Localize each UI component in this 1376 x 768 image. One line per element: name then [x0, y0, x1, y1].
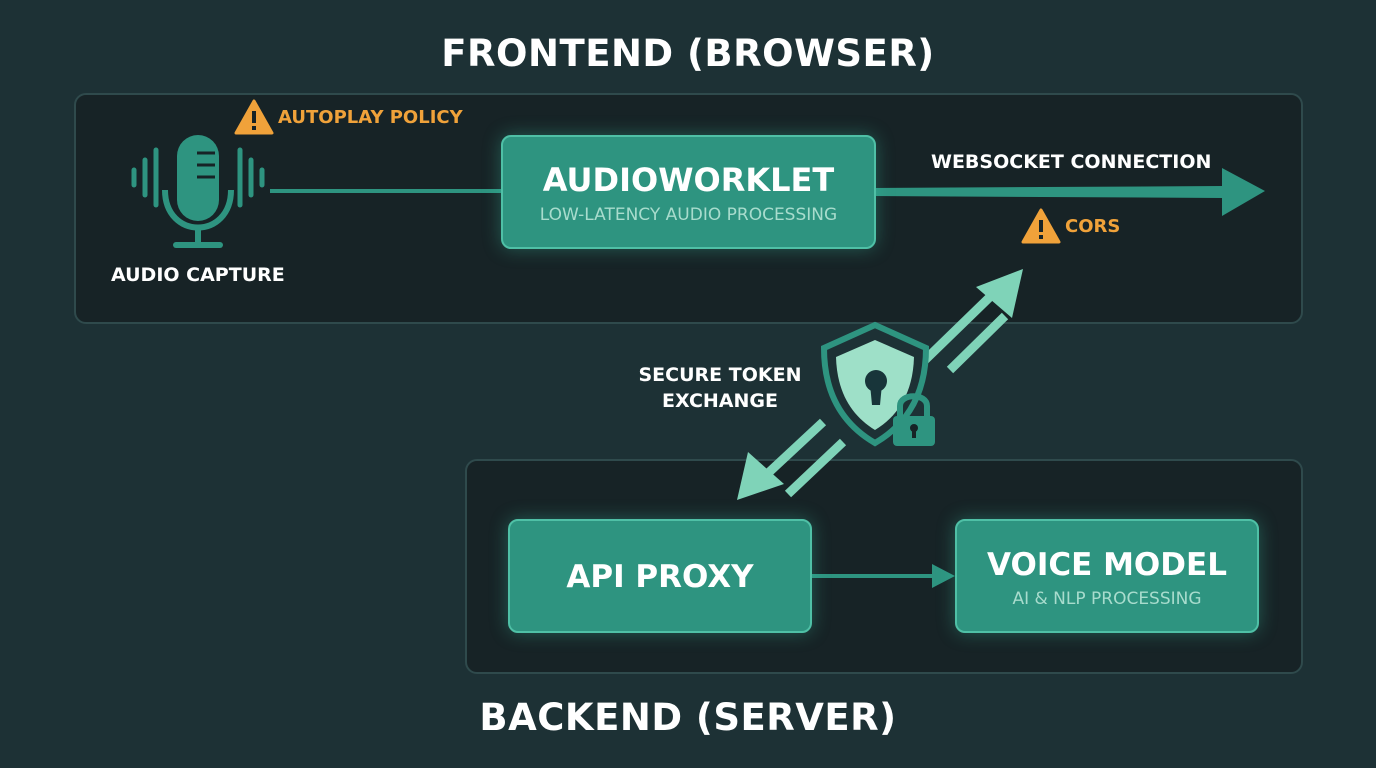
lock-icon — [893, 393, 935, 446]
voice-model-box: VOICE MODEL AI & NLP PROCESSING — [955, 519, 1259, 633]
token-arrow-down — [737, 418, 847, 500]
audioworklet-box: AUDIOWORKLET LOW-LATENCY AUDIO PROCESSIN… — [501, 135, 876, 249]
voice-model-subtitle: AI & NLP PROCESSING — [1012, 589, 1202, 609]
api-proxy-title: API PROXY — [566, 559, 754, 595]
autoplay-policy-warning: AUTOPLAY POLICY — [278, 107, 463, 128]
audio-capture-label: AUDIO CAPTURE — [111, 264, 285, 286]
warning-icon-cors — [1021, 208, 1061, 244]
microphone-icon — [162, 135, 234, 248]
proxy-to-model-arrowhead — [932, 564, 955, 588]
api-proxy-box: API PROXY — [508, 519, 812, 633]
secure-token-exchange-label: SECURE TOKEN EXCHANGE — [638, 364, 802, 412]
websocket-connection-label: WEBSOCKET CONNECTION — [931, 151, 1212, 173]
backend-title: BACKEND (SERVER) — [479, 696, 897, 739]
voice-model-title: VOICE MODEL — [987, 547, 1227, 583]
sound-wave-icon — [131, 147, 265, 208]
audioworklet-title: AUDIOWORKLET — [542, 161, 835, 199]
frontend-title: FRONTEND (BROWSER) — [441, 32, 935, 75]
token-arrow-up — [921, 269, 1023, 374]
warning-icon-autoplay — [234, 99, 274, 135]
cors-warning: CORS — [1065, 216, 1121, 237]
websocket-arrow — [874, 168, 1265, 216]
audioworklet-subtitle: LOW-LATENCY AUDIO PROCESSING — [539, 205, 838, 225]
